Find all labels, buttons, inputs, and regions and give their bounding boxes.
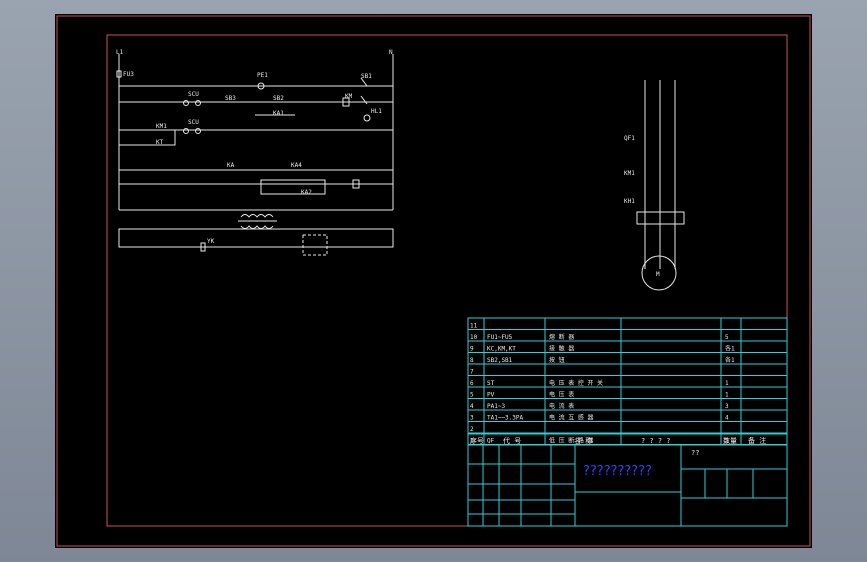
parts-row-qty: 1 [725, 438, 729, 445]
header-code: 代 号 [503, 436, 521, 445]
parts-list [467, 317, 788, 446]
title-block-mark: ?? [691, 449, 699, 457]
parts-row-qty: 4 [725, 415, 729, 422]
parts-row-qty: 3 [725, 403, 729, 410]
parts-row-no: 4 [470, 403, 474, 410]
parts-row-no: 8 [470, 357, 474, 364]
parts-row-name: 电 流 互 感 器 [549, 414, 593, 422]
label-ka4: KA4 [291, 162, 302, 169]
label-sq: SCU [188, 91, 199, 98]
parts-row-qty: 1 [725, 380, 729, 387]
parts-row-name: 电 压 表 控 开 关 [549, 379, 603, 387]
control-circuit: L1 N FU3 PE1 SB1 SCU SB3 SB2 KM HL1 KA1 … [116, 49, 394, 256]
parts-header: 序号 代 号 名 称 ? ? ? ? 数量 备 注 [468, 433, 787, 445]
title-block: ?????????? ?? [467, 444, 788, 527]
header-note: 备 注 [748, 436, 766, 445]
parts-row-code: ST [487, 380, 495, 387]
label-motor: M [656, 271, 660, 278]
label-sq-2: SCU [188, 119, 199, 126]
parts-row-name: 按 钮 [549, 356, 565, 364]
label-hl: HL1 [371, 108, 382, 115]
parts-row-code: PA1~3 [487, 403, 505, 410]
header-no: 序号 [470, 436, 484, 445]
label-k1: KM1 [156, 123, 167, 130]
header-qty: 数量 [723, 436, 737, 445]
outer-frame [56, 15, 811, 547]
parts-row-qty: 1 [725, 392, 729, 399]
motor-circuit: QF1 KM1 KH1 M [624, 80, 685, 291]
parts-row-code: QF [487, 438, 495, 445]
header-qmarks: ? ? ? ? [641, 437, 671, 445]
parts-row-no: 9 [470, 346, 474, 353]
parts-row-qty: 5 [725, 334, 729, 341]
parts-row-no: 2 [470, 426, 474, 433]
parts-row-name: 接 触 器 [549, 345, 574, 353]
label-kh: KH1 [624, 198, 635, 205]
parts-row-name: 电 流 表 [549, 402, 574, 410]
title-block-name: ?????????? [583, 464, 652, 479]
parts-row-no: 1 [470, 438, 474, 445]
label-sb1: SB1 [361, 73, 372, 80]
parts-row-no: 10 [470, 334, 478, 341]
parts-row-no: 7 [470, 369, 474, 376]
label-n: N [389, 49, 393, 56]
parts-row-code: KC,KM,KT [487, 346, 516, 353]
parts-row-name: 低 压 断 路 器 [549, 437, 593, 445]
label-ka2: KA2 [301, 189, 312, 196]
cad-drawing-canvas: L1 N FU3 PE1 SB1 SCU SB3 SB2 KM HL1 KA1 … [56, 15, 811, 547]
parts-row-name: 熔 断 器 [549, 333, 574, 341]
parts-row-code: FU1~FU5 [487, 334, 513, 341]
parts-row-qty: 各1 [725, 345, 735, 353]
cad-drawing-viewport[interactable]: L1 N FU3 PE1 SB1 SCU SB3 SB2 KM HL1 KA1 … [55, 14, 812, 548]
label-l1: L1 [116, 49, 124, 56]
label-fu: FU3 [123, 71, 134, 78]
parts-row-no: 5 [470, 392, 474, 399]
parts-row-code: TA1~~3.3PA [487, 415, 524, 422]
label-km: KM [345, 93, 353, 100]
parts-row-code: PV [487, 392, 495, 399]
parts-row-no: 6 [470, 380, 474, 387]
label-pe: PE1 [257, 72, 268, 79]
parts-row-no: 11 [470, 323, 478, 330]
label-sb3: SB3 [225, 95, 236, 102]
label-kt: KT [156, 139, 164, 146]
label-yk: YK [207, 238, 215, 245]
parts-row-qty: 各1 [725, 356, 735, 364]
label-sb2: SB2 [273, 95, 284, 102]
label-ka: KA [227, 162, 235, 169]
label-motor-km: KM1 [624, 170, 635, 177]
parts-row-name: 电 压 表 [549, 391, 574, 399]
header-name: 名 称 [574, 436, 592, 445]
parts-row-no: 3 [470, 415, 474, 422]
label-ka1: KA1 [273, 110, 284, 117]
label-qf: QF1 [624, 135, 635, 142]
inner-frame [106, 34, 788, 527]
parts-row-code: SB2,SB1 [487, 357, 513, 364]
